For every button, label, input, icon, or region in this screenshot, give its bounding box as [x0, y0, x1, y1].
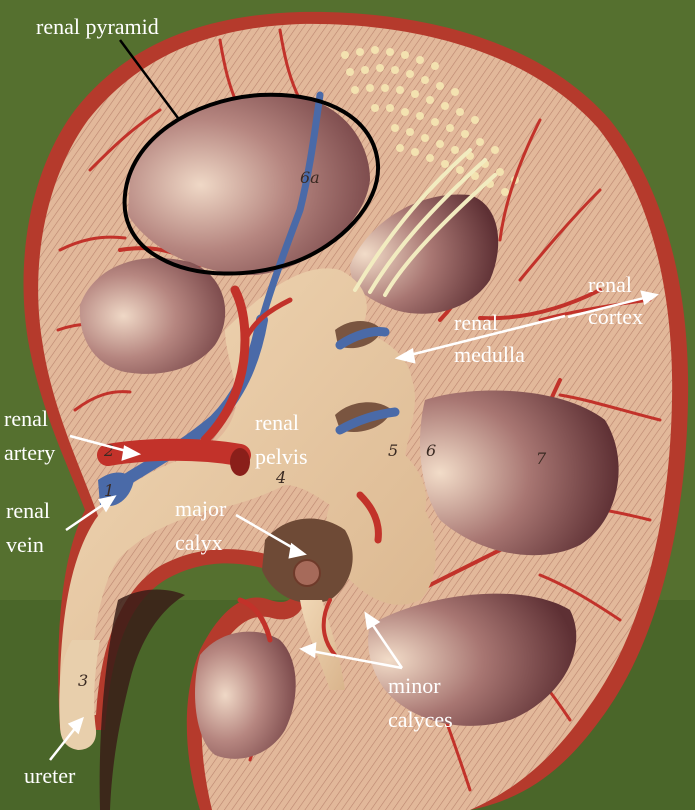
renal-pyramid-lower-right — [368, 593, 577, 726]
label-ureter: ureter — [24, 763, 76, 788]
label-renal-artery-line1: renal — [4, 406, 48, 431]
arrowhead-minor-calyces-1 — [299, 642, 317, 659]
cortex-nephron-dots — [341, 46, 519, 196]
leader-minor-calyces-1 — [305, 648, 403, 670]
labels: renal pyramid renal cortex renal medulla… — [4, 14, 643, 788]
arrowhead-renal-cortex — [640, 290, 659, 306]
leader-renal-medulla — [401, 314, 566, 359]
leader-renal-cortex — [567, 294, 653, 319]
marking-2: 2 — [103, 441, 114, 460]
renal-vein-vessels — [104, 91, 400, 496]
label-minor-calyces-line2: calyces — [388, 707, 453, 732]
pyramid-highlight-outline — [122, 92, 381, 276]
arrowhead-renal-vein — [98, 495, 117, 513]
marking-6a: 6a — [300, 168, 320, 187]
renal-pelvis-shape — [59, 268, 436, 725]
marking-4: 4 — [275, 468, 286, 487]
arrowhead-major-calyx — [288, 542, 307, 559]
arrowhead-renal-artery — [121, 445, 142, 461]
label-major-calyx-line1: major — [175, 496, 227, 521]
renal-artery-vessels — [97, 285, 382, 657]
label-renal-vein-line2: vein — [6, 532, 44, 557]
renal-artery-opening — [230, 448, 250, 476]
arrowhead-ureter — [67, 716, 84, 735]
renal-pyramid-upper-right — [350, 194, 499, 314]
label-renal-cortex-line2: cortex — [588, 304, 643, 329]
label-renal-cortex-line1: renal — [588, 272, 632, 297]
calyx-papilla — [293, 559, 321, 587]
renal-pyramid-right — [420, 390, 619, 556]
leader-minor-calyces-2 — [366, 617, 404, 669]
collecting-ducts — [353, 148, 497, 297]
leader-lines — [49, 39, 659, 761]
label-renal-pyramid: renal pyramid — [36, 14, 159, 39]
marking-6: 6 — [426, 441, 436, 460]
marking-7: 7 — [536, 449, 547, 468]
renal-pyramid-bottom — [195, 631, 296, 759]
label-major-calyx-line2: calyx — [175, 530, 223, 555]
arrowhead-minor-calyces-2 — [364, 611, 381, 631]
label-minor-calyces-line1: minor — [388, 673, 441, 698]
label-renal-artery-line2: artery — [4, 440, 55, 465]
label-renal-medulla-line2: medulla — [454, 342, 525, 367]
label-renal-medulla-line1: renal — [454, 310, 498, 335]
arrowhead-renal-medulla — [394, 348, 416, 364]
label-renal-pelvis-line1: renal — [255, 410, 299, 435]
model-markings: 6a 5 6 7 4 3 1 2 — [78, 168, 547, 690]
ureter-shape — [59, 640, 100, 750]
label-renal-vein-line1: renal — [6, 498, 50, 523]
leader-renal-pyramid — [118, 39, 180, 119]
renal-pyramid-top — [128, 95, 370, 275]
leader-major-calyx — [235, 513, 301, 554]
label-renal-pelvis-line2: pelvis — [255, 444, 308, 469]
marking-3: 3 — [78, 671, 88, 690]
marking-5: 5 — [388, 441, 398, 460]
marking-1: 1 — [104, 481, 114, 500]
minor-calyx-stem — [300, 600, 345, 690]
renal-pyramid-left — [79, 257, 226, 374]
hilum-shadow — [99, 589, 185, 810]
